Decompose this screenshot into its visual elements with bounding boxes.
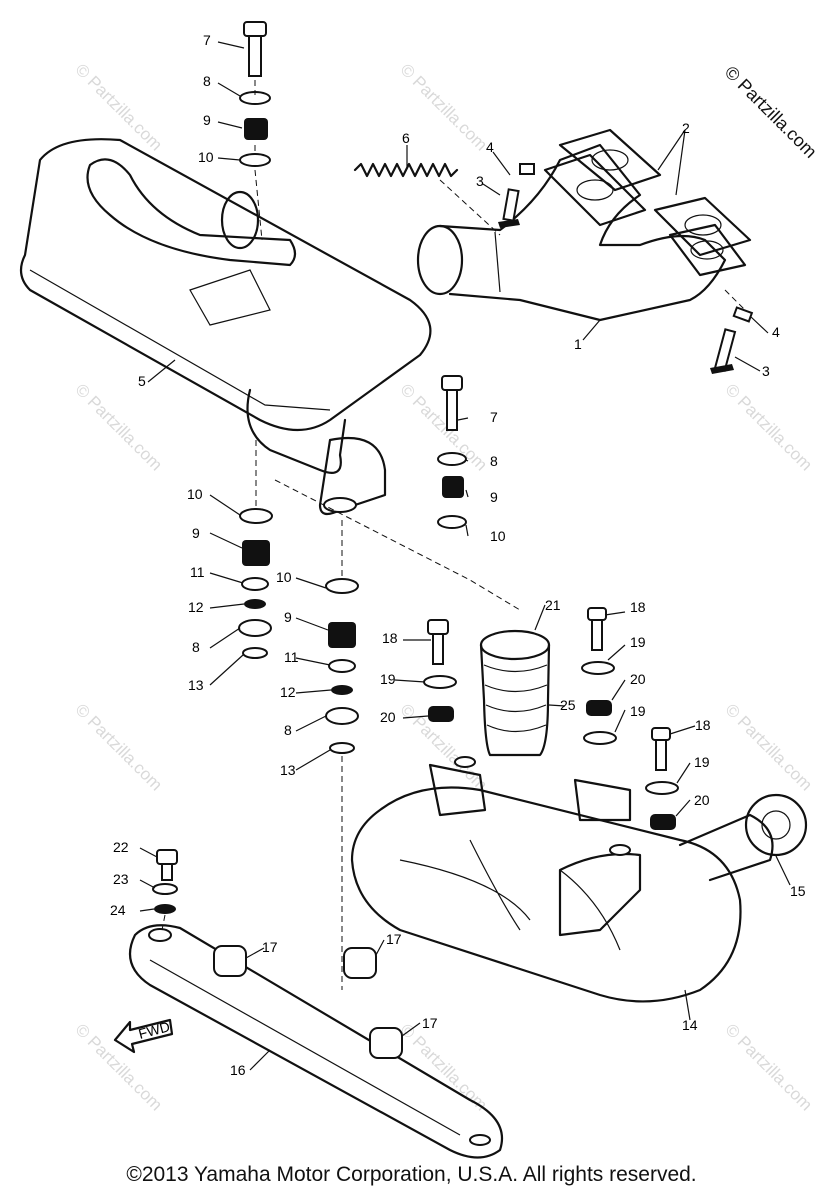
callout-number: 20	[380, 709, 396, 725]
forward-arrow-icon: FWD	[113, 1018, 174, 1054]
callout-number: 17	[422, 1015, 438, 1031]
callout-number: 8	[284, 722, 292, 738]
callout-number: 2	[682, 120, 690, 136]
callout-number: 10	[276, 569, 292, 585]
middle-right-mount-stack	[437, 375, 467, 529]
callout-number: 22	[113, 839, 129, 855]
callout-number: 8	[203, 73, 211, 89]
callout-number: 18	[695, 717, 711, 733]
callout-number: 10	[187, 486, 203, 502]
callout-number: 17	[386, 931, 402, 947]
callout-number: 9	[203, 112, 211, 128]
callout-number: 20	[630, 671, 646, 687]
upper-left-mount-stack	[239, 21, 271, 241]
callout-number: 6	[402, 130, 410, 146]
leader-lines	[139, 41, 791, 1071]
callout-number: 16	[230, 1062, 246, 1078]
callout-labels: 7 8 9 10 6 4 3 2 1 5 4 3 7 8 9 10 10 9 1…	[110, 32, 806, 1078]
gasket-set	[543, 128, 752, 277]
callout-number: 4	[772, 324, 780, 340]
flex-joint	[479, 629, 551, 757]
callout-number: 8	[490, 453, 498, 469]
callout-number: 11	[284, 649, 299, 665]
upper-muffler	[19, 138, 432, 516]
callout-number: 9	[284, 609, 292, 625]
right-mount-bolts	[423, 607, 679, 830]
callout-number: 9	[192, 525, 200, 541]
pipe-studs	[498, 163, 754, 374]
callout-number: 12	[188, 599, 204, 615]
callout-number: 1	[574, 336, 582, 352]
callout-number: 12	[280, 684, 296, 700]
rubber-mounts	[213, 945, 403, 1059]
cross-member-bolt	[152, 849, 178, 931]
callout-number: 7	[490, 409, 498, 425]
left-mount-stack	[238, 440, 273, 659]
callout-number: 9	[490, 489, 498, 505]
callout-number: 10	[198, 149, 214, 165]
callout-number: 19	[630, 634, 646, 650]
direction-label: FWD	[137, 1018, 172, 1042]
callout-number: 17	[262, 939, 278, 955]
callout-number: 21	[545, 597, 561, 613]
callout-number: 24	[110, 902, 126, 918]
lower-muffler	[350, 756, 808, 1003]
callout-number: 18	[630, 599, 646, 615]
callout-number: 14	[682, 1017, 698, 1033]
callout-number: 19	[694, 754, 710, 770]
callout-number: 19	[380, 671, 396, 687]
callout-number: 15	[790, 883, 806, 899]
callout-number: 5	[138, 373, 146, 389]
callout-number: 4	[486, 139, 494, 155]
callout-number: 13	[280, 762, 296, 778]
callout-number: 3	[476, 173, 484, 189]
callout-number: 7	[203, 32, 211, 48]
callout-number: 18	[382, 630, 398, 646]
callout-number: 20	[694, 792, 710, 808]
exhaust-pipe	[416, 143, 727, 322]
callout-number: 25	[560, 697, 576, 713]
center-mount-stack	[274, 479, 521, 990]
copyright-notice: ©2013 Yamaha Motor Corporation, U.S.A. A…	[126, 1163, 697, 1186]
cross-member	[128, 924, 504, 1159]
callout-number: 23	[113, 871, 129, 887]
callout-number: 11	[190, 564, 205, 580]
callout-number: 10	[490, 528, 506, 544]
callout-number: 3	[762, 363, 770, 379]
callout-number: 19	[630, 703, 646, 719]
spring	[353, 162, 501, 236]
callout-number: 8	[192, 639, 200, 655]
callout-number: 13	[188, 677, 204, 693]
